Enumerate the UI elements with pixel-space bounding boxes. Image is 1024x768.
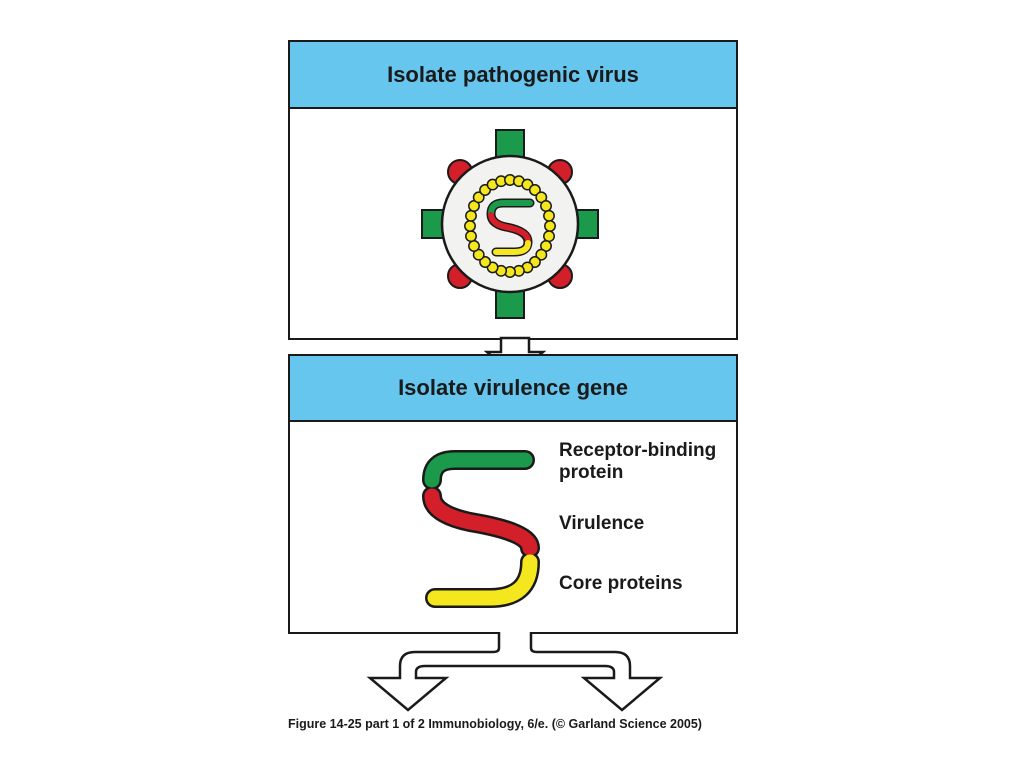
- capsid-bead: [472, 191, 485, 204]
- capsid-beads: [464, 174, 556, 278]
- label-receptor-line2: protein: [559, 462, 624, 483]
- split-arrow: [366, 632, 664, 712]
- capsid-bead: [528, 184, 541, 196]
- label-core-proteins: Core proteins: [559, 573, 683, 594]
- panel-title: Isolate virulence gene: [290, 356, 736, 422]
- label-receptor-line1: Receptor-binding: [559, 440, 717, 461]
- green-spike-bottom: [495, 289, 525, 319]
- capsid-bead: [464, 220, 476, 232]
- virulence-segment: [424, 488, 538, 556]
- virus-illustration: [421, 129, 599, 319]
- figure-caption: Figure 14-25 part 1 of 2 Immunobiology, …: [288, 717, 702, 731]
- capsid-bead: [465, 230, 477, 243]
- capsid-bead: [540, 200, 552, 212]
- capsid-bead: [465, 209, 477, 222]
- virulence-gene-diagram: [422, 450, 540, 608]
- capsid-bead: [468, 240, 480, 252]
- panel-title: Isolate pathogenic virus: [290, 42, 736, 109]
- capsid-bead: [543, 209, 555, 222]
- capsid-bead: [544, 220, 556, 232]
- genome-s-small: [486, 198, 535, 257]
- green-spike-top: [495, 129, 525, 159]
- label-virulence: Virulence: [559, 513, 645, 534]
- core-proteins-segment: [427, 554, 538, 606]
- capsid-bead: [535, 248, 548, 261]
- label-receptor-binding: Receptor-binding protein: [559, 440, 716, 484]
- capsid-bead: [543, 230, 555, 243]
- capsid-bead: [479, 256, 492, 268]
- receptor-binding-segment: [424, 452, 533, 488]
